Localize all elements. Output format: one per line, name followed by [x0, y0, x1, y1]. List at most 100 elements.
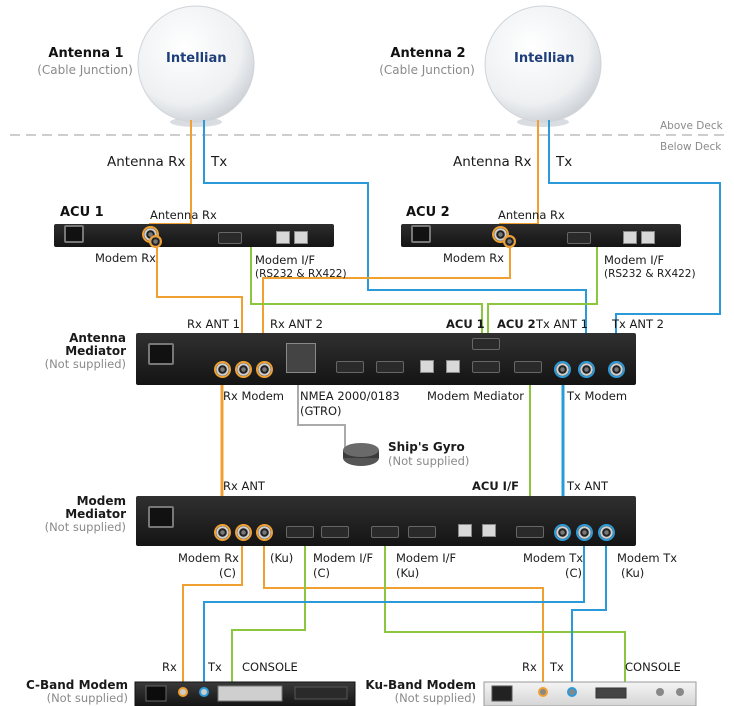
modem-tx-c-sub: (C) — [565, 566, 583, 580]
acu-1-modem-rx-port — [151, 237, 160, 246]
modem-mediator-port — [514, 361, 542, 373]
c-band-modem-title: C-Band Modem — [25, 678, 128, 692]
tx-ant-1-port — [580, 363, 593, 376]
intellian-lan-port — [446, 360, 460, 373]
acu-if-port — [516, 526, 544, 538]
rx-ant-1-label: Rx ANT 1 — [187, 317, 240, 331]
acu-1-panel — [54, 224, 334, 247]
modem-tx-c-label: Modem Tx — [523, 551, 584, 565]
antenna-2-tx-label: Tx — [556, 154, 573, 170]
acu-1-antenna-rx-label: Antenna Rx — [150, 208, 217, 222]
modem-if-c-sub: (C) — [313, 566, 331, 580]
tx-ant-label: Tx ANT — [567, 479, 608, 493]
acu-1-modem-rx-label: Modem Rx — [95, 251, 156, 265]
tx-ant-1-label: Tx ANT 1 — [536, 317, 588, 331]
modem-mediator-port-label: Modem Mediator — [427, 389, 525, 403]
acu-2-modem-if-port — [567, 232, 591, 244]
modem-rx-ku-port — [258, 526, 271, 539]
rx-ant-2-port — [258, 363, 271, 376]
ships-gyro-device — [343, 443, 379, 466]
modem-if-ku-label: Modem I/F — [396, 551, 457, 565]
modem-tx-ku-label: Modem Tx — [617, 551, 678, 565]
antenna-2-title: Antenna 2 — [390, 46, 466, 61]
acu-2-antenna-rx-port — [494, 228, 507, 241]
c-band-modem-device — [134, 681, 356, 706]
acu-2-antenna-rx-label: Antenna Rx — [498, 208, 565, 222]
antenna-2-brand: Intellian — [514, 51, 575, 66]
acu-2-power-inlet — [411, 225, 431, 243]
acu-2-title: ACU 2 — [406, 205, 450, 220]
acu-1-port-label: ACU 1 — [446, 317, 485, 331]
rx-ant-1-port — [237, 363, 250, 376]
tx-ant-2-label: Tx ANT 2 — [612, 317, 664, 331]
acu-1-lan-port-2 — [294, 231, 308, 244]
antenna-mediator-title-2: Mediator — [65, 344, 126, 358]
acu-2-modem-rx-label: Modem Rx — [443, 251, 504, 265]
ku-band-modem-title: Ku-Band Modem — [365, 678, 476, 692]
antenna-1-subtitle: (Cable Junction) — [37, 63, 133, 77]
modem-mediator-title-1: Modem — [76, 494, 126, 508]
nmea-port — [286, 343, 316, 373]
modem-mediator-power-inlet — [148, 506, 174, 528]
antenna-2-radome — [484, 5, 602, 127]
modem-if-c-label: Modem I/F — [313, 551, 374, 565]
antenna-mediator-title-1: Antenna — [69, 331, 126, 345]
acu-1-power-inlet — [64, 225, 84, 243]
ku-band-modem-note: (Not supplied) — [394, 691, 476, 705]
modem-mediator-panel — [136, 496, 636, 546]
modem-if-c-port-2 — [321, 526, 349, 538]
antenna-1-rx-label: Antenna Rx — [107, 154, 186, 170]
tx-modem-label: Tx Modem — [567, 389, 628, 403]
tx-ant-2-port — [610, 363, 623, 376]
modem-tx-ku-sub: (Ku) — [621, 566, 645, 580]
antenna-mediator-note: (Not supplied) — [44, 357, 126, 371]
ku-band-modem-device — [483, 681, 697, 706]
modem-rx-c-port — [237, 526, 250, 539]
acu-1-modem-if-port — [218, 232, 242, 244]
acu-2-lan-port — [623, 231, 637, 244]
rx-modem-label: Rx Modem — [223, 389, 284, 403]
acu-2-modem-rx-port — [505, 237, 514, 246]
modem-mediator-lan-2 — [482, 524, 496, 537]
acu-2-lan-port-2 — [641, 231, 655, 244]
modem-tx-c-port — [578, 526, 591, 539]
c-band-tx-label: Tx — [208, 660, 222, 674]
modem-mediator-lan-1 — [458, 524, 472, 537]
antenna-1-title: Antenna 1 — [48, 46, 124, 61]
antenna-mediator-panel — [136, 333, 636, 385]
modem-mediator-title-2: Mediator — [65, 507, 126, 521]
modem-tx-ku-port — [600, 526, 613, 539]
acu-1-modem-if-sub: (RS232 & RX422) — [255, 268, 347, 280]
ships-gyro-title: Ship's Gyro — [388, 440, 465, 454]
ku-band-tx-label: Tx — [550, 660, 564, 674]
modem-rx-ku-label: (Ku) — [270, 551, 294, 565]
antenna-2-rx-label: Antenna Rx — [453, 154, 532, 170]
acu-if-label: ACU I/F — [472, 479, 520, 493]
below-deck-label: Below Deck — [660, 141, 722, 153]
tx-ant-port — [556, 526, 569, 539]
acu-1-modem-if-label: Modem I/F — [255, 253, 316, 267]
c-band-modem-note: (Not supplied) — [46, 691, 128, 705]
modem-if-c-port-1 — [286, 526, 314, 538]
antenna-1-radome — [137, 5, 255, 127]
rs232-port — [376, 361, 404, 373]
acu-1-title: ACU 1 — [60, 205, 104, 220]
acu-1-lan-port — [276, 231, 290, 244]
console-port — [336, 361, 364, 373]
acu-2-modem-if-sub: (RS232 & RX422) — [604, 268, 696, 280]
rx-modem-port — [216, 363, 229, 376]
acu-2-dsub-port — [472, 361, 500, 373]
gtro-label: (GTRO) — [300, 404, 342, 418]
modem-if-ku-sub: (Ku) — [396, 566, 420, 580]
ku-band-rx-label: Rx — [522, 660, 537, 674]
c-band-rx-label: Rx — [162, 660, 177, 674]
above-deck-label: Above Deck — [660, 120, 723, 132]
acu-2-port-label: ACU 2 — [497, 317, 536, 331]
rx-ant-label: Rx ANT — [223, 479, 265, 493]
rx-ant-2-label: Rx ANT 2 — [270, 317, 323, 331]
antenna-2-subtitle: (Cable Junction) — [379, 63, 475, 77]
ethernet-port — [420, 360, 434, 373]
c-band-console-label: CONSOLE — [242, 660, 298, 674]
